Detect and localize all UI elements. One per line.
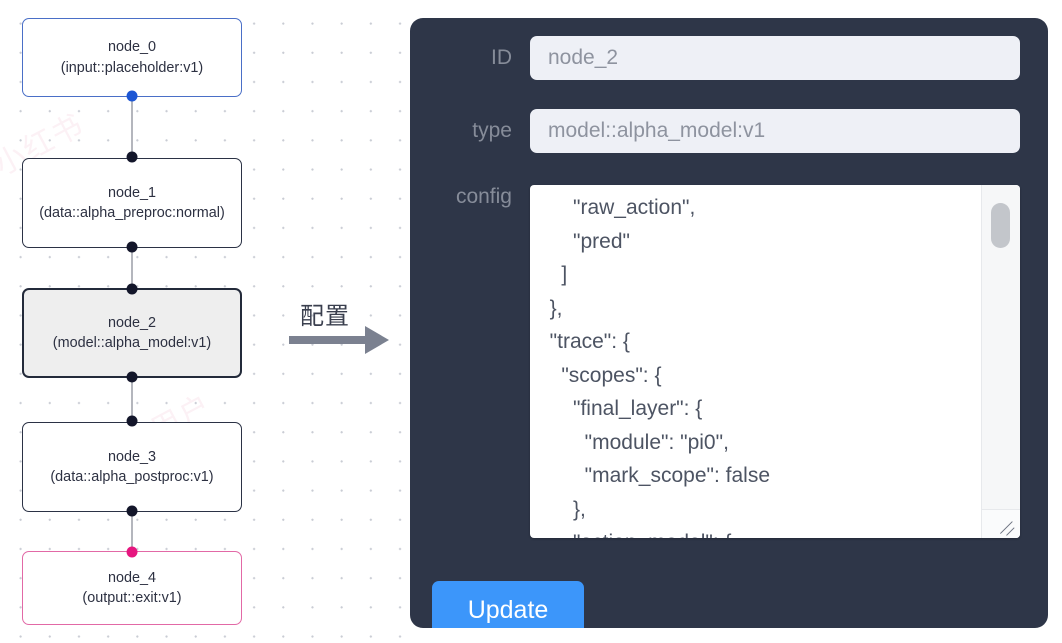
id-input[interactable] bbox=[530, 36, 1020, 80]
node-port-node_0-out[interactable] bbox=[126, 90, 138, 102]
graph-node-node_0[interactable]: node_0 (input::placeholder:v1) bbox=[22, 18, 242, 97]
edge-node3-node4 bbox=[131, 507, 133, 556]
node-label: node_1 (data::alpha_preproc:normal) bbox=[39, 184, 225, 221]
id-field-label: ID bbox=[491, 46, 512, 69]
config-field-label: config bbox=[455, 185, 512, 208]
edge-node0-node1 bbox=[131, 91, 133, 163]
transition-arrow-group: 配置 bbox=[287, 296, 397, 366]
graph-node-node_3[interactable]: node_3 (data::alpha_postproc:v1) bbox=[22, 422, 242, 512]
type-field-label: type bbox=[472, 119, 512, 142]
node-port-node_2-out[interactable] bbox=[126, 371, 138, 383]
type-input[interactable] bbox=[530, 109, 1020, 153]
node-port-node_3-out[interactable] bbox=[126, 505, 138, 517]
node-port-node_1-in[interactable] bbox=[126, 151, 138, 163]
config-scrollbar-thumb[interactable] bbox=[991, 203, 1010, 248]
field-row-config: config "raw_action", "pred" ] }, "trace"… bbox=[410, 185, 1048, 538]
config-editor[interactable]: "raw_action", "pred" ] }, "trace": { "sc… bbox=[530, 185, 1020, 538]
config-resize-handle-icon[interactable] bbox=[981, 509, 1020, 538]
edge-node2-node3 bbox=[131, 373, 133, 427]
node-config-panel: ID type config "raw_action", "pred" ] },… bbox=[410, 18, 1048, 628]
graph-node-node_2[interactable]: node_2 (model::alpha_model:v1) bbox=[22, 288, 242, 378]
graph-canvas[interactable]: 小红书 @用户 node_0 (input::placeholder:v1) n… bbox=[0, 0, 404, 643]
node-port-node_2-in[interactable] bbox=[126, 283, 138, 295]
config-scrollbar[interactable] bbox=[981, 185, 1020, 538]
arrow-caption: 配置 bbox=[300, 302, 350, 330]
right-arrow-head-icon bbox=[365, 326, 389, 354]
right-arrow-icon bbox=[289, 336, 367, 344]
edge-node1-node2 bbox=[131, 243, 133, 293]
field-row-type: type bbox=[410, 109, 1048, 153]
node-port-node_3-in[interactable] bbox=[126, 415, 138, 427]
node-label: node_3 (data::alpha_postproc:v1) bbox=[50, 448, 214, 485]
graph-node-node_4[interactable]: node_4 (output::exit:v1) bbox=[22, 551, 242, 625]
node-port-node_4-in[interactable] bbox=[126, 546, 138, 558]
node-label: node_0 (input::placeholder:v1) bbox=[60, 39, 204, 76]
config-textarea[interactable]: "raw_action", "pred" ] }, "trace": { "sc… bbox=[530, 185, 982, 538]
update-button[interactable]: Update bbox=[432, 581, 584, 628]
node-label: node_2 (model::alpha_model:v1) bbox=[52, 314, 212, 351]
graph-node-node_1[interactable]: node_1 (data::alpha_preproc:normal) bbox=[22, 158, 242, 248]
node-port-node_1-out[interactable] bbox=[126, 241, 138, 253]
node-label: node_4 (output::exit:v1) bbox=[82, 569, 182, 606]
field-row-id: ID bbox=[410, 36, 1048, 80]
